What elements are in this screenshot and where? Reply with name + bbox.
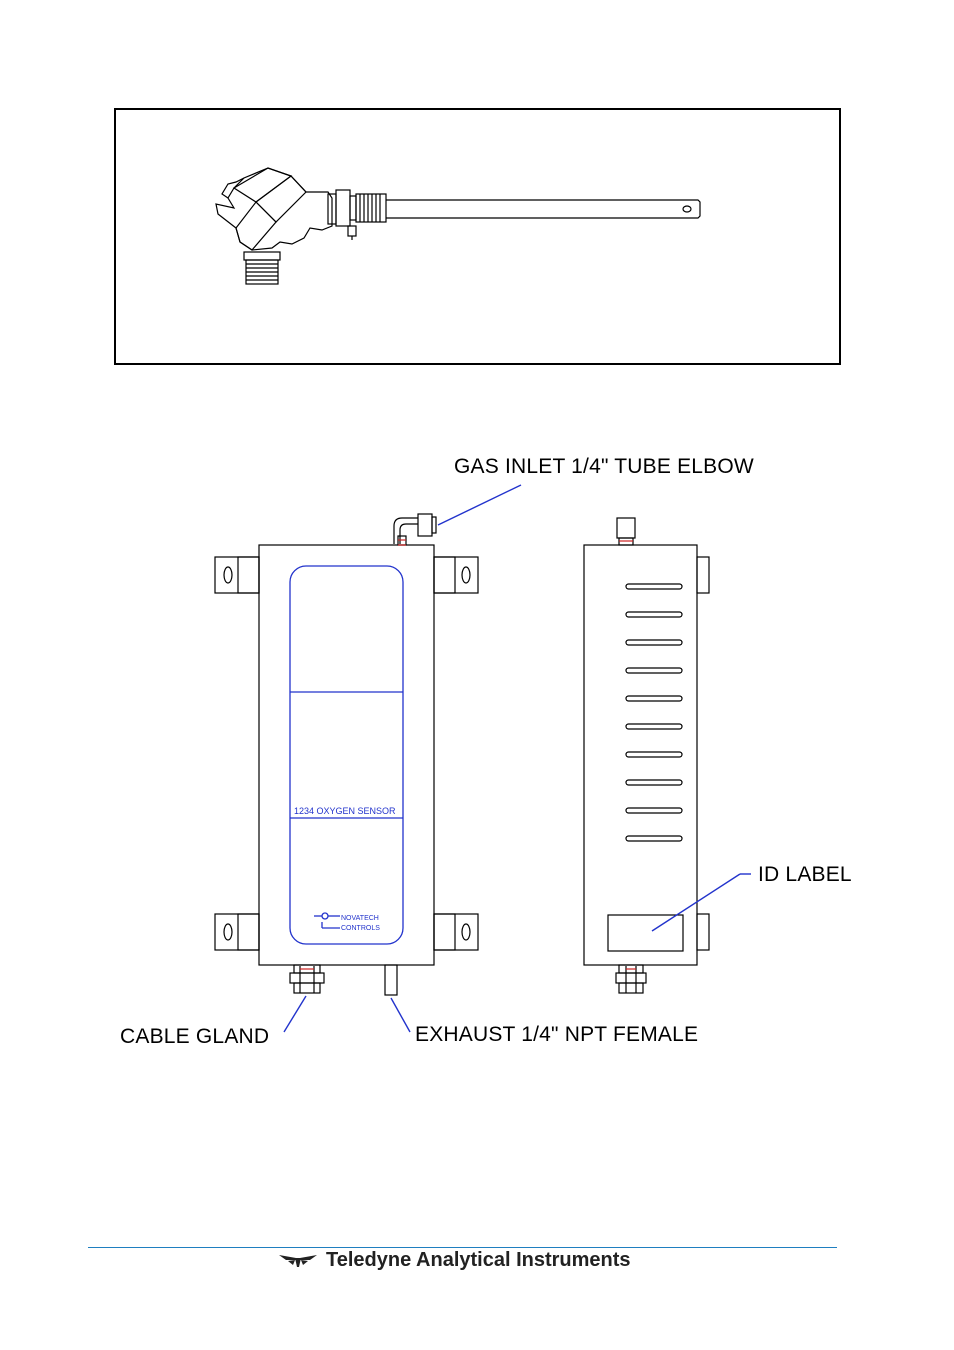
probe-drawing [215, 167, 701, 285]
footer-rule [88, 1247, 837, 1248]
gas-inlet-callout: GAS INLET 1/4" TUBE ELBOW [454, 455, 754, 478]
gas-inlet-leader [437, 484, 522, 526]
cable-gland-leader [283, 995, 307, 1033]
sensor-model-text: 1234 OXYGEN SENSOR [294, 806, 396, 816]
footer: Teledyne Analytical Instruments [278, 1246, 631, 1274]
id-label-leader-b [651, 873, 741, 932]
brand-line-1: NOVATECH [341, 915, 379, 922]
id-label-callout: ID LABEL [758, 863, 852, 886]
cable-gland-callout: CABLE GLAND [120, 1025, 270, 1048]
exhaust-leader [390, 997, 411, 1033]
exhaust-callout: EXHAUST 1/4" NPT FEMALE [415, 1023, 699, 1046]
probe-figure-frame [114, 108, 841, 365]
footer-company-name: Teledyne Analytical Instruments [326, 1248, 631, 1271]
teledyne-logo-icon [279, 1255, 317, 1267]
sensor-enclosure-drawing: 1234 OXYGEN SENSOR NOVATECH CONTROLS [214, 484, 751, 1033]
brand-line-2: CONTROLS [341, 925, 380, 932]
